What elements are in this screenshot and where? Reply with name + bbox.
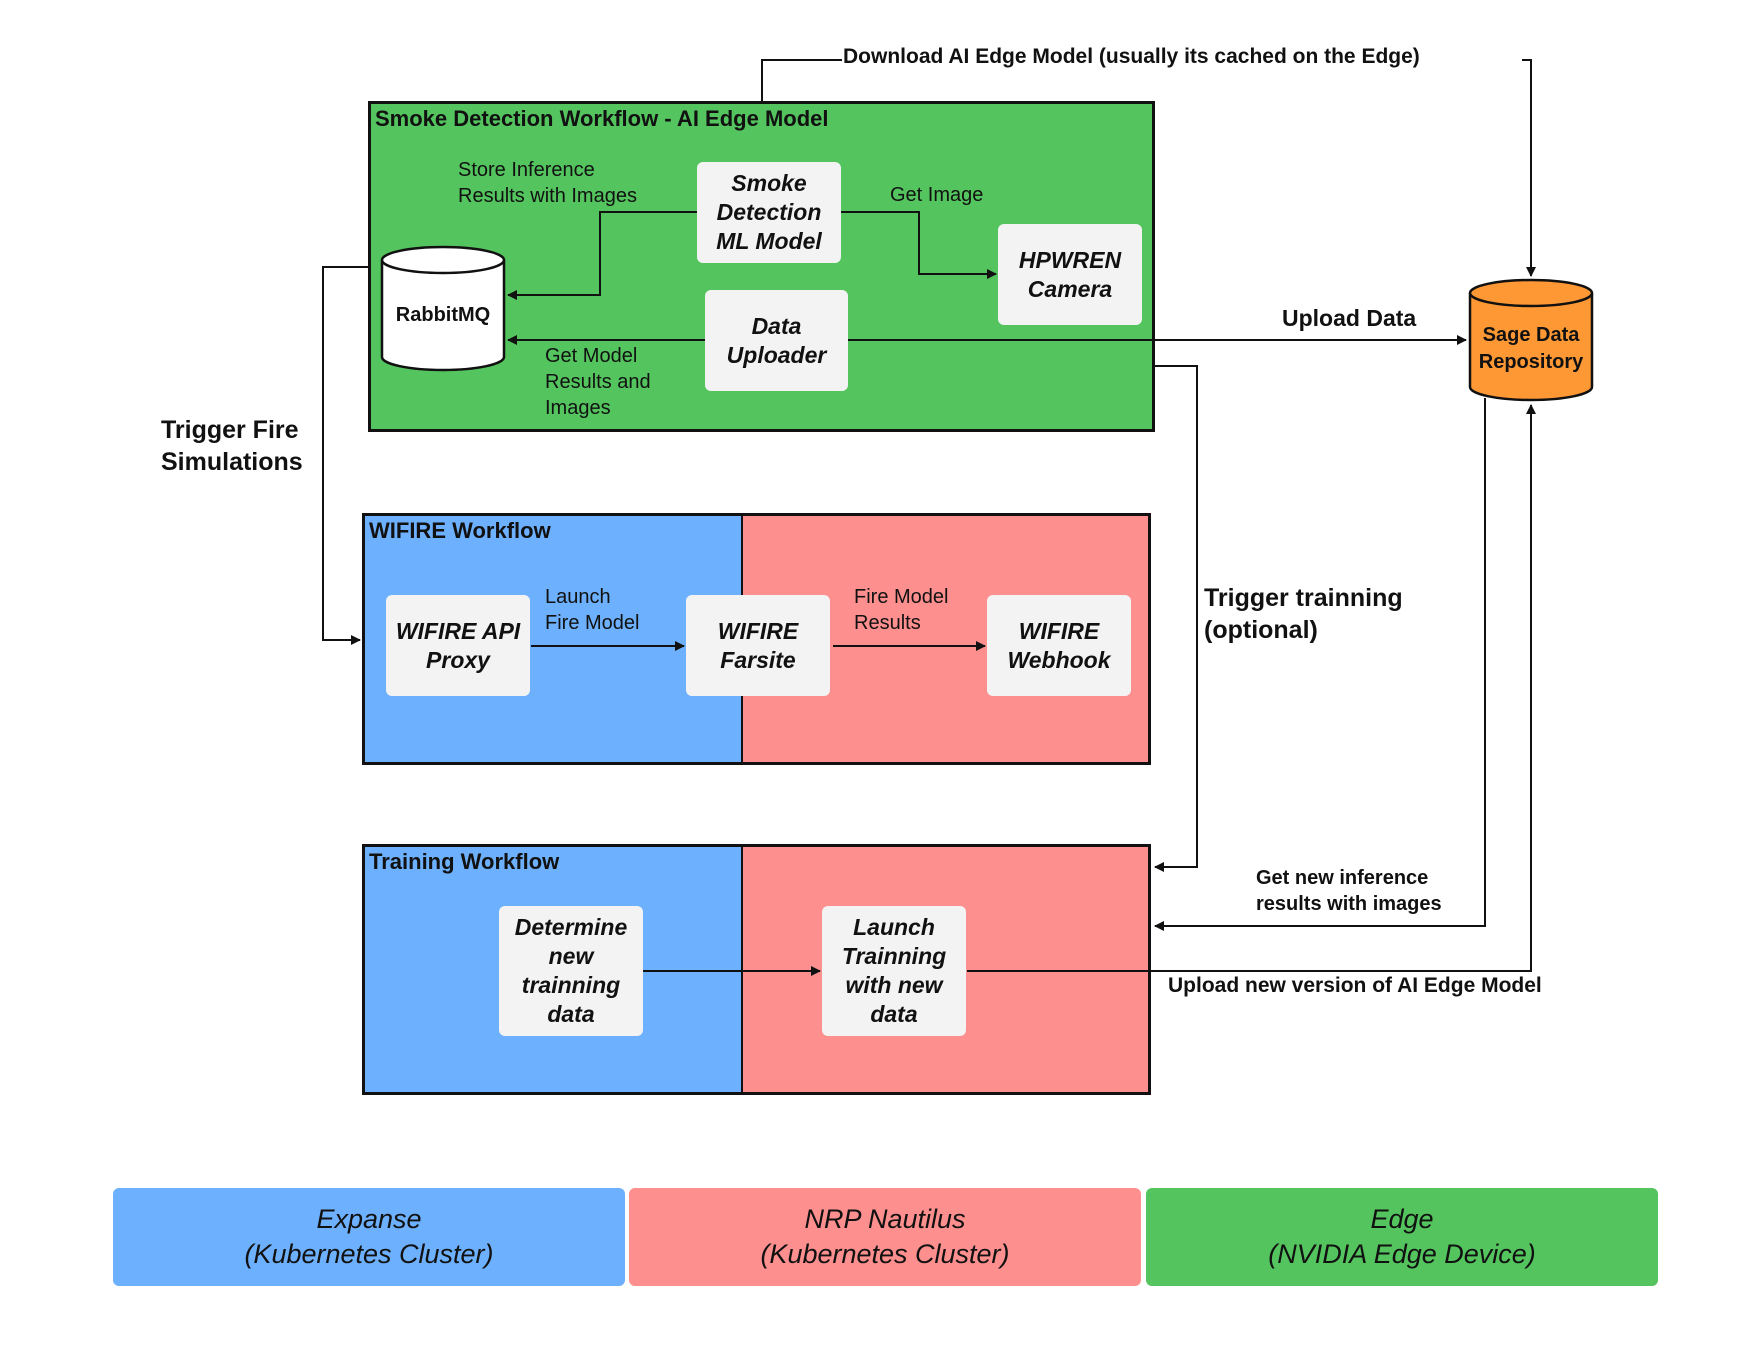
upload-new-version-arrow [967,404,1536,972]
download-model-label: Download AI Edge Model (usually its cach… [843,45,1420,68]
training-workflow-title: Training Workflow [369,849,560,874]
fire-model-results-label: Fire Model Results [854,586,949,634]
trigger-fire-label: Trigger Fire Simulations [161,416,303,476]
legend-edge: Edge (NVIDIA Edge Device) [1146,1188,1658,1286]
smoke-detection-ml-model: Smoke Detection ML Model [697,162,841,263]
data-uploader: Data Uploader [705,290,848,391]
store-results-arrow [507,211,697,300]
get-image-arrow [841,211,997,279]
get-image-label: Get Image [890,184,984,206]
launch-training: Launch Trainning with new data [822,906,966,1036]
trigger-training-label: Trigger trainning (optional) [1204,584,1403,644]
wifire-workflow-title: WIFIRE Workflow [369,518,551,543]
get-new-inference-label: Get new inference results with images [1256,867,1442,915]
legend-nautilus: NRP Nautilus (Kubernetes Cluster) [629,1188,1141,1286]
get-model-results-label: Get Model Results and Images [545,345,651,419]
sage-repository-label: Sage Data Repository [1478,324,1584,373]
training-workflow: Training Workflow [362,844,1151,1095]
hpwren-camera: HPWREN Camera [998,224,1142,325]
rabbitmq-cylinder [380,245,506,372]
rabbitmq-label: RabbitMQ [395,304,491,326]
wifire-webhook: WIFIRE Webhook [987,595,1131,696]
get-new-inference-arrow [1154,398,1486,931]
determine-training-data: Determine new trainning data [499,906,643,1036]
legend-expanse: Expanse (Kubernetes Cluster) [113,1188,625,1286]
upload-data-label: Upload Data [1282,305,1417,331]
download-model-arrow [761,59,1531,276]
trigger-fire-arrow [322,266,368,645]
sage-repository-cylinder [1468,278,1594,402]
trigger-training-arrow [1154,365,1198,872]
launch-fire-model-label: Launch Fire Model [545,586,640,634]
smoke-workflow-title: Smoke Detection Workflow - AI Edge Model [375,106,829,131]
wifire-farsite: WIFIRE Farsite [686,595,830,696]
store-results-label: Store Inference Results with Images [458,159,637,207]
wifire-api-proxy: WIFIRE API Proxy [386,595,530,696]
upload-new-version-label: Upload new version of AI Edge Model [1168,974,1542,997]
